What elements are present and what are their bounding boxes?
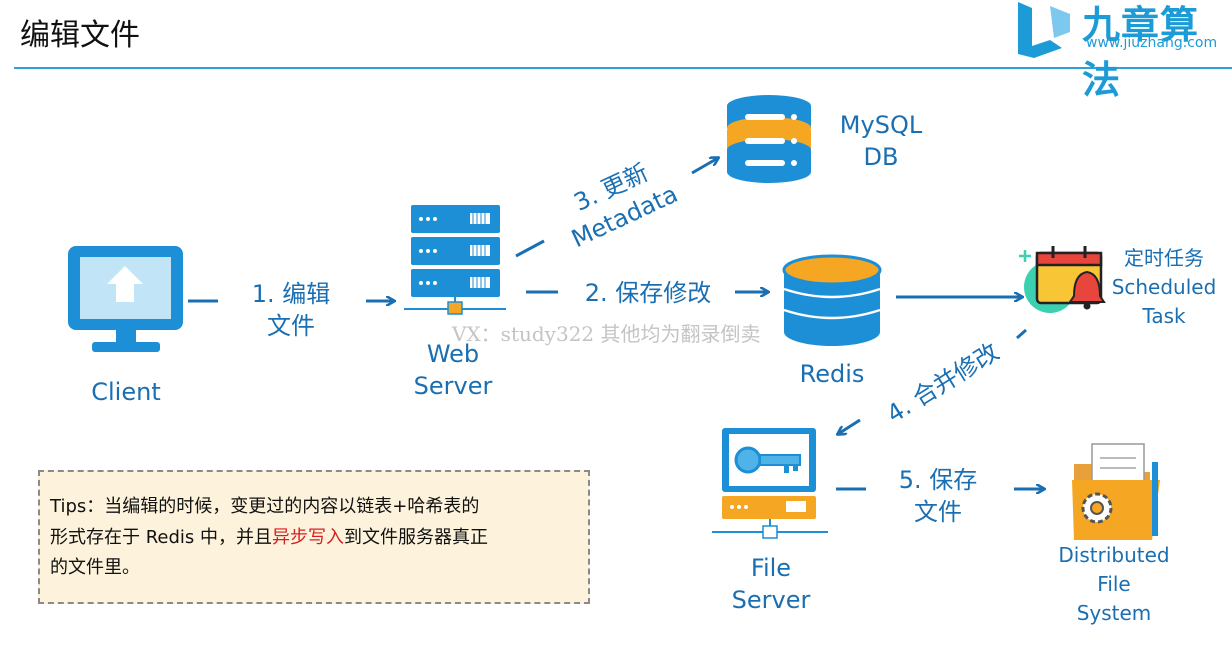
tips-line2-a: 形式存在于 Redis 中，并且 bbox=[50, 526, 273, 548]
step1-label-line1: 1. 编辑 bbox=[251, 280, 331, 308]
mysql-label-line1: MySQL bbox=[839, 111, 923, 139]
web-server-label: Web Server bbox=[400, 338, 506, 403]
tips-highlight: 异步写入 bbox=[272, 526, 345, 548]
scheduled-task-label-line1: 定时任务 bbox=[1124, 246, 1204, 270]
step1-label: 1. 编辑 文件 bbox=[226, 278, 356, 343]
client-monitor-icon bbox=[68, 246, 183, 352]
dfs-label-line1: Distributed bbox=[1058, 543, 1170, 567]
tips-line2-b: 到文件服务器真正 bbox=[344, 526, 489, 548]
step5-label-line1: 5. 保存 bbox=[898, 466, 978, 494]
step2-label: 2. 保存修改 bbox=[584, 279, 712, 307]
web-server-label-line2: Server bbox=[413, 372, 493, 401]
watermark-text: VX：study322 其他均为翻录倒卖 bbox=[452, 322, 761, 346]
client-label: Client bbox=[91, 378, 161, 406]
scheduled-task-label: 定时任务 Scheduled Task bbox=[1102, 244, 1226, 331]
folder-gear-icon bbox=[1072, 443, 1160, 540]
logo-url: www.jiuzhang.com bbox=[1086, 35, 1218, 51]
tips-line1: Tips：当编辑的时候，变更过的内容以链表+哈希表的 bbox=[50, 496, 480, 517]
web-server-icon bbox=[404, 205, 506, 315]
brand-logo bbox=[1010, 0, 1232, 60]
step1-label-line2: 文件 bbox=[267, 312, 315, 341]
web-server-label-line1: Web bbox=[426, 340, 480, 368]
connector-task-fileserver bbox=[838, 328, 1027, 434]
redis-database-icon bbox=[782, 254, 882, 346]
header-divider bbox=[14, 67, 1232, 69]
file-server-key-icon bbox=[712, 428, 828, 539]
mysql-database-icon bbox=[727, 95, 811, 183]
calendar-bell-icon bbox=[1019, 246, 1106, 313]
mysql-label: MySQL DB bbox=[826, 109, 936, 174]
file-server-label-line1: File bbox=[750, 554, 792, 582]
file-server-label-line2: Server bbox=[731, 586, 811, 615]
dfs-label-line3: System bbox=[1076, 601, 1152, 625]
page-title: 编辑文件 bbox=[20, 18, 140, 53]
redis-label: Redis bbox=[799, 360, 865, 388]
scheduled-task-label-line2: Scheduled bbox=[1111, 275, 1217, 299]
mysql-label-line2: DB bbox=[863, 143, 899, 172]
logo-text: 九章算法 bbox=[1082, 3, 1200, 102]
dfs-label: Distributed File System bbox=[1044, 541, 1184, 628]
step5-label: 5. 保存 文件 bbox=[878, 464, 998, 529]
file-server-label: File Server bbox=[720, 552, 822, 617]
tips-line3: 的文件里。 bbox=[50, 557, 140, 579]
tips-box: Tips：当编辑的时候，变更过的内容以链表+哈希表的 形式存在于 Redis 中… bbox=[38, 470, 590, 604]
connector-web-mysql bbox=[515, 158, 718, 258]
logo-mark-icon bbox=[1018, 2, 1070, 58]
tips-line2: 形式存在于 Redis 中，并且异步写入到文件服务器真正 bbox=[50, 523, 574, 554]
step5-label-line2: 文件 bbox=[914, 498, 962, 527]
scheduled-task-label-line3: Task bbox=[1142, 304, 1186, 328]
dfs-label-line2: File bbox=[1097, 572, 1131, 596]
